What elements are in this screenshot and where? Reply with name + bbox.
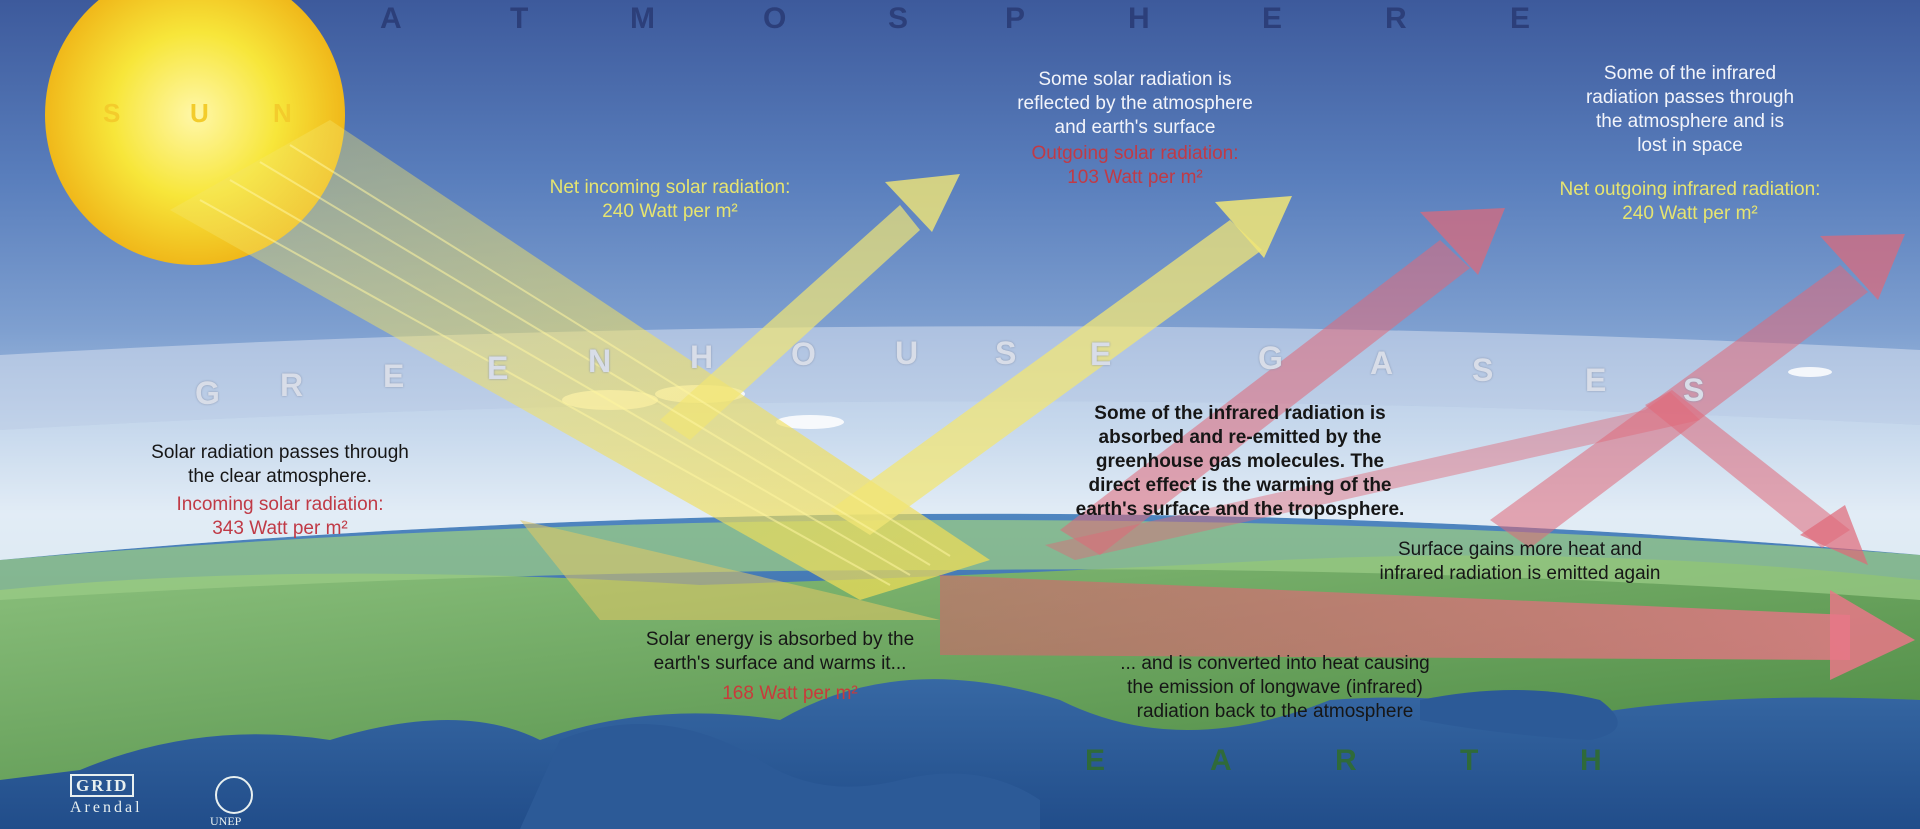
earth-letter: T bbox=[1460, 744, 1479, 777]
ir-arrow-surface-head bbox=[1830, 590, 1915, 680]
ir-arrow-outgoing-head bbox=[1820, 234, 1905, 300]
greenhouse-letter: S bbox=[995, 335, 1017, 371]
atmosphere-letter: S bbox=[888, 2, 909, 35]
greenhouse-letter: G bbox=[1258, 340, 1283, 376]
greenhouse-letter: A bbox=[1370, 345, 1394, 381]
beam-ray bbox=[199, 199, 891, 586]
beam-ray bbox=[229, 179, 911, 576]
greenhouse-letter: O bbox=[791, 336, 816, 372]
absorbed-solar-beam bbox=[520, 520, 940, 620]
cloud bbox=[776, 415, 844, 429]
greenhouse-letter: U bbox=[895, 335, 919, 371]
unep-emblem-icon bbox=[215, 776, 253, 814]
sun-letter: N bbox=[273, 98, 292, 128]
greenhouse-letter: G bbox=[195, 375, 220, 411]
ir-arrow-reemitted-left bbox=[1045, 392, 1700, 560]
atmosphere-letter: H bbox=[1128, 2, 1150, 35]
arendal-wordmark: Arendal bbox=[70, 799, 143, 816]
beam-rays bbox=[199, 144, 951, 586]
beam-ray bbox=[289, 144, 951, 557]
atmosphere-letter: E bbox=[1510, 2, 1531, 35]
infrared-arrows bbox=[940, 208, 1915, 680]
solar-beams bbox=[170, 120, 1292, 620]
greenhouse-letter: E bbox=[1585, 362, 1607, 398]
sun-letter: U bbox=[190, 98, 209, 128]
atmosphere-letter: A bbox=[380, 2, 402, 35]
absorbed-value-text: 168 Watt per m² bbox=[722, 683, 858, 704]
clear-atmosphere-band bbox=[0, 401, 1920, 560]
atmosphere-letter: P bbox=[1005, 2, 1026, 35]
reflected-beam-atmosphere-head bbox=[885, 174, 960, 232]
incoming-solar-beam bbox=[170, 120, 990, 600]
greenhouse-letter: R bbox=[280, 367, 304, 403]
earth-letter: E bbox=[1085, 744, 1106, 777]
converted-heat-text: ... and is converted into heat causing t… bbox=[1120, 653, 1430, 722]
solar-absorbed-text: Solar energy is absorbed by the earth's … bbox=[645, 629, 915, 674]
atmosphere-letter: E bbox=[1262, 2, 1283, 35]
grid-wordmark: GRID bbox=[70, 774, 135, 797]
earth-letter: A bbox=[1210, 744, 1232, 777]
greenhouse-letter: E bbox=[1090, 336, 1112, 372]
sea-inlet bbox=[520, 724, 1040, 829]
sea-east bbox=[1420, 690, 1618, 740]
reflected-beam-surface-head bbox=[1215, 196, 1292, 258]
reflected-beam-surface bbox=[830, 220, 1262, 535]
atmosphere-letter: O bbox=[763, 2, 787, 35]
atmosphere-letter: T bbox=[510, 2, 529, 35]
greenhouse-letter: E bbox=[383, 358, 405, 394]
atmosphere-letter: M bbox=[630, 2, 655, 35]
grid-arendal-logo: GRID Arendal UNEP bbox=[70, 774, 253, 828]
greenhouse-letter: H bbox=[690, 339, 714, 375]
ir-absorbed-text: Some of the infrared radiation is absorb… bbox=[1075, 403, 1405, 520]
incoming-solar-text: Incoming solar radiation: 343 Watt per m… bbox=[176, 494, 384, 539]
sun-letter: S bbox=[103, 98, 121, 128]
ir-arrow-absorbed-head bbox=[1420, 208, 1505, 275]
outgoing-solar-text: Outgoing solar radiation: 103 Watt per m… bbox=[1031, 143, 1239, 188]
greenhouse-letter: E bbox=[487, 350, 509, 386]
reflected-beam-atmosphere bbox=[660, 205, 920, 440]
greenhouse-letter: N bbox=[588, 343, 612, 379]
earth-letter: H bbox=[1580, 744, 1602, 777]
net-incoming-solar-text: Net incoming solar radiation: 240 Watt p… bbox=[549, 177, 791, 222]
ir-arrow-surface bbox=[940, 575, 1850, 660]
atmosphere-letter: R bbox=[1385, 2, 1407, 35]
reflected-radiation-text: Some solar radiation is reflected by the… bbox=[1017, 69, 1253, 138]
ir-arrow-reemitted-head bbox=[1800, 505, 1868, 565]
surface-gains-text: Surface gains more heat and infrared rad… bbox=[1379, 539, 1661, 584]
ir-passes-space-text: Some of the infrared radiation passes th… bbox=[1585, 63, 1795, 156]
net-outgoing-ir-text: Net outgoing infrared radiation: 240 Wat… bbox=[1559, 179, 1821, 224]
beam-ray bbox=[259, 161, 931, 566]
solar-passes-clear-text: Solar radiation passes through the clear… bbox=[151, 442, 409, 487]
greenhouse-letter: S bbox=[1683, 372, 1705, 408]
unep-wordmark: UNEP bbox=[210, 814, 242, 828]
cloud bbox=[1788, 367, 1832, 377]
greenhouse-letter: S bbox=[1472, 352, 1494, 388]
ir-arrow-absorbed bbox=[1060, 240, 1470, 555]
ir-arrow-reemitted-right bbox=[1645, 390, 1850, 548]
earth-letter: R bbox=[1335, 744, 1357, 777]
